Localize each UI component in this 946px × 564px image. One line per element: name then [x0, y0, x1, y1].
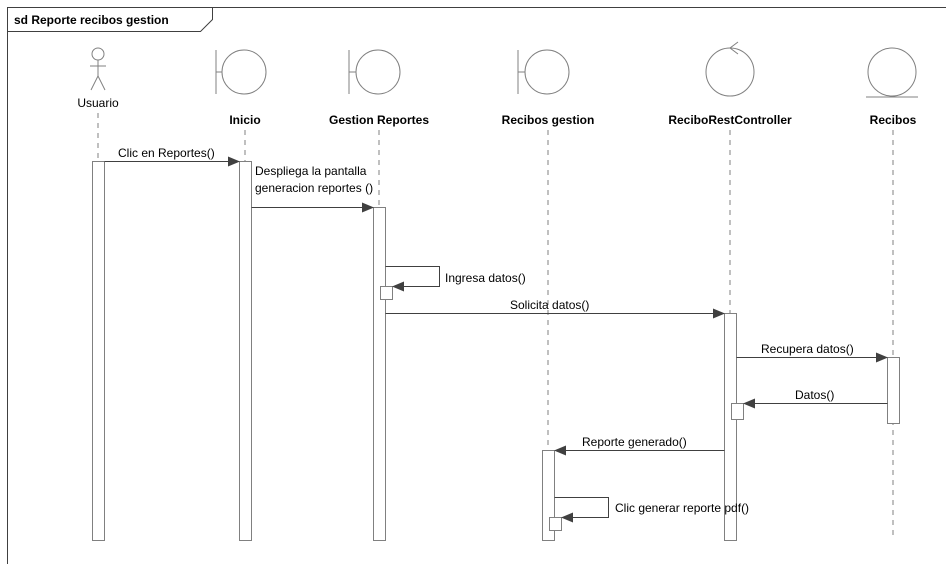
frame-title-tab — [7, 7, 213, 32]
participant-label-recibos: Recibos — [870, 113, 917, 127]
participant-recibos: Recibos — [866, 47, 918, 127]
participant-usuario: Usuario — [77, 47, 119, 110]
activation-recibos-gestion-self — [549, 517, 562, 531]
participant-gestion-reportes: Gestion Reportes — [329, 49, 429, 127]
message-label-ingresa-datos: Ingresa datos() — [445, 271, 526, 285]
boundary-icon — [215, 49, 267, 95]
participant-label-recibos-gestion: Recibos gestion — [502, 113, 595, 127]
message-label-despliega-line1: Despliega la pantalla — [255, 164, 367, 178]
boundary-icon — [348, 49, 401, 95]
diagram-frame — [7, 7, 946, 564]
message-label-despliega-line2: generacion reportes () — [255, 181, 373, 195]
activation-recibo-rest-controller — [724, 313, 737, 541]
message-label-solicita-datos: Solicita datos() — [510, 298, 589, 312]
participant-recibo-rest-controller: ReciboRestController — [668, 41, 792, 127]
activation-recibo-rest-controller-return — [731, 403, 744, 420]
boundary-icon — [517, 49, 570, 95]
message-label-clic-en-reportes: Clic en Reportes() — [118, 146, 215, 160]
message-label-clic-generar-reporte-pdf: Clic generar reporte pdf() — [615, 501, 749, 515]
message-label-recupera-datos: Recupera datos() — [761, 342, 854, 356]
participant-label-inicio: Inicio — [229, 113, 260, 127]
entity-icon — [866, 47, 918, 98]
participant-label-recibo-rest-controller: ReciboRestController — [668, 113, 792, 127]
participant-inicio: Inicio — [215, 49, 267, 127]
activation-recibos — [887, 357, 900, 424]
activation-gestion-reportes-self — [380, 286, 393, 300]
activation-inicio — [239, 161, 252, 541]
activation-usuario — [92, 161, 105, 541]
message-arrow-clic-generar-reporte-pdf — [554, 497, 609, 523]
participant-label-gestion-reportes: Gestion Reportes — [329, 113, 429, 127]
message-label-datos: Datos() — [795, 388, 834, 402]
control-icon — [705, 41, 755, 97]
actor-icon — [90, 47, 106, 91]
message-label-reporte-generado: Reporte generado() — [582, 435, 687, 449]
participant-recibos-gestion: Recibos gestion — [502, 49, 595, 127]
message-arrow-ingresa-datos — [385, 266, 440, 292]
participant-label-usuario: Usuario — [77, 96, 119, 110]
frame-title: sd Reporte recibos gestion — [14, 13, 169, 27]
activation-gestion-reportes — [373, 207, 386, 541]
